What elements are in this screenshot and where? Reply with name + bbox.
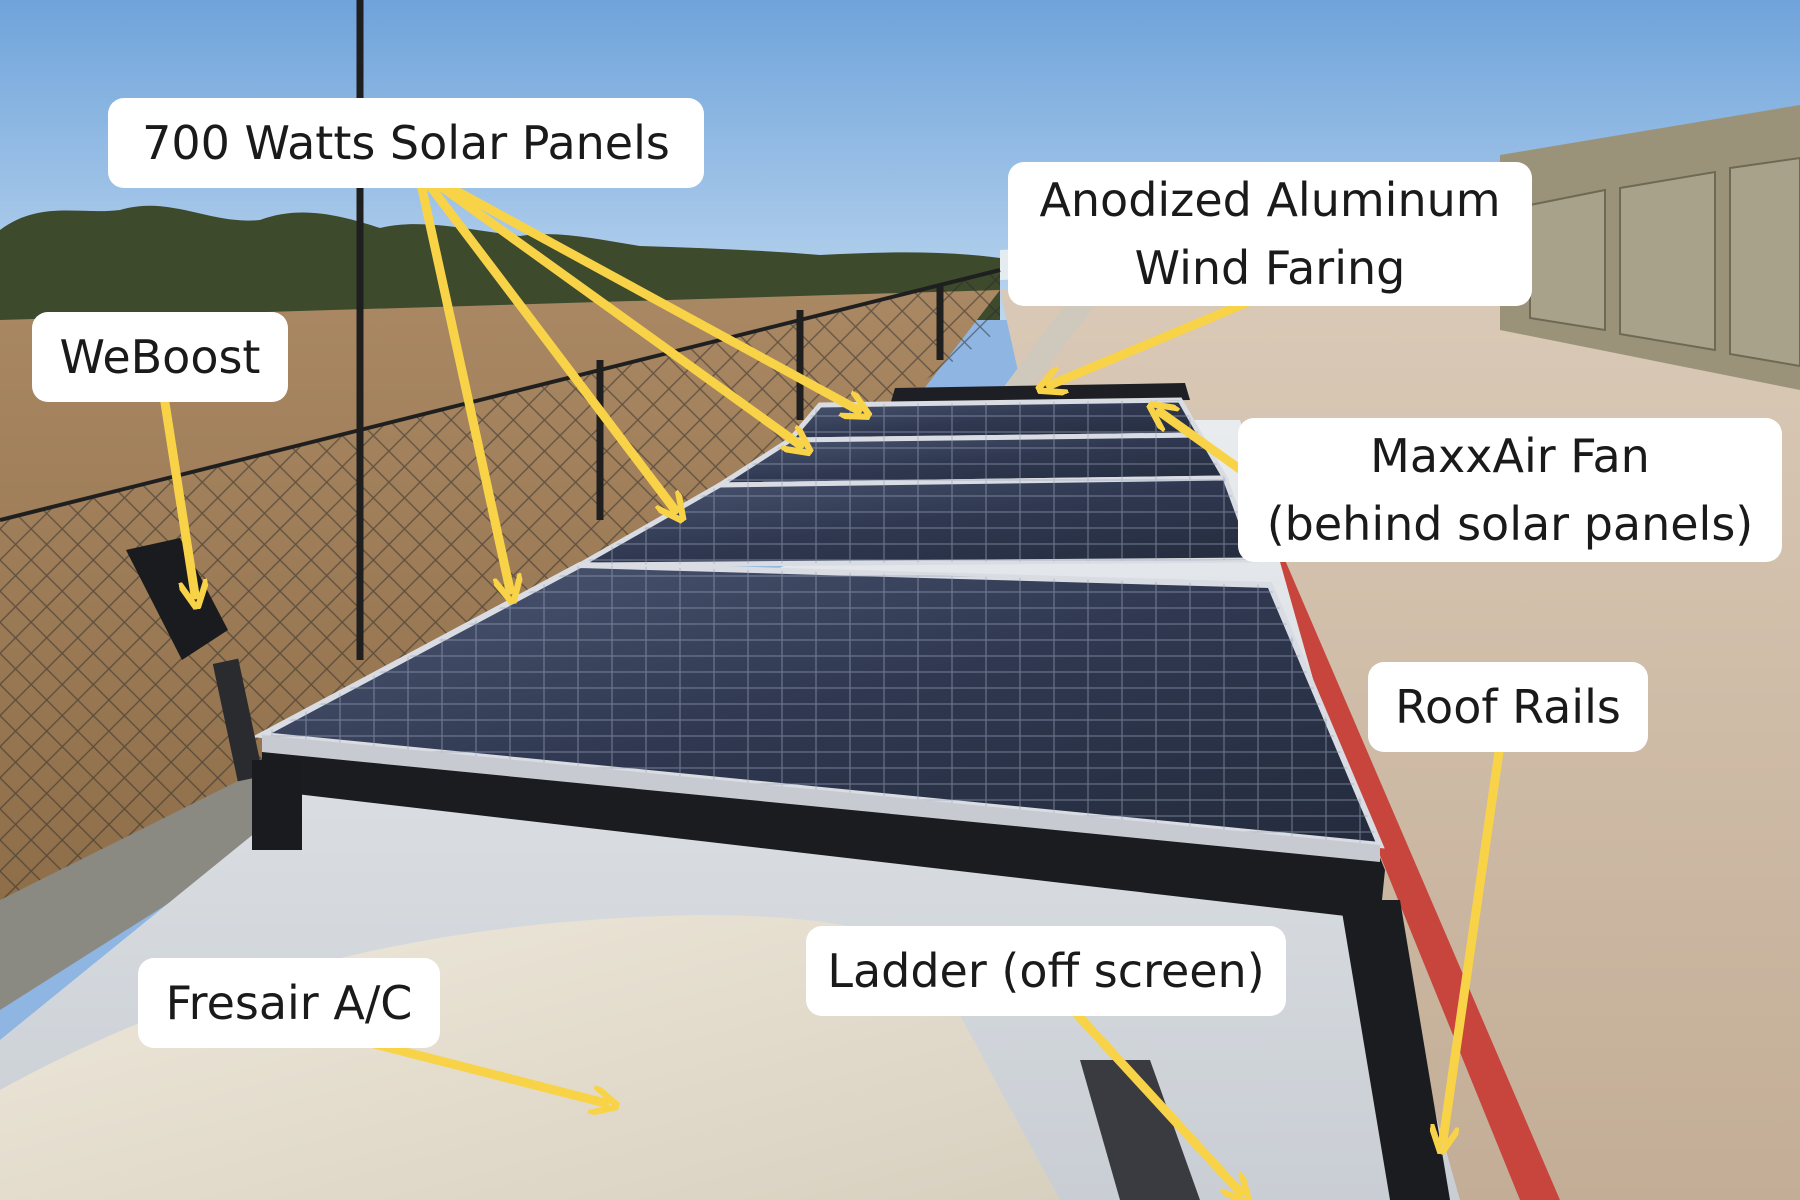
arrow-fairing [1050,290,1270,385]
solar-panel-array [251,397,1385,862]
label-fan-line1: MaxxAir Fan [1370,429,1650,483]
arrow-weboost [158,385,195,595]
label-weboost: WeBoost [32,312,288,402]
label-fan-line2: (behind solar panels) [1266,497,1754,551]
arrow-solar-2 [413,165,675,510]
label-rails-text: Roof Rails [1395,680,1621,734]
arrow-solar-3 [413,165,800,445]
label-roof-rails: Roof Rails [1368,662,1648,752]
barrier-wall [1000,285,1110,392]
fire-lane-curb [1260,560,1560,1200]
label-ladder: Ladder (off screen) [806,926,1286,1016]
label-weboost-text: WeBoost [59,330,261,384]
tree-line [0,205,1000,320]
annotation-arrows [158,165,1505,1192]
label-fresair-ac: Fresair A/C [138,958,440,1048]
label-ladder-text: Ladder (off screen) [827,944,1265,998]
weboost-antenna [126,538,302,850]
label-solar-text: 700 Watts Solar Panels [142,116,670,170]
arrow-rails [1443,740,1505,1140]
label-fresair-text: Fresair A/C [165,976,413,1030]
arrow-ladder [1057,993,1240,1192]
sidewalk [0,770,300,1010]
label-fairing-line2: Wind Faring [1134,241,1406,295]
arrow-solar-1 [413,165,510,590]
arrow-solar-4 [413,165,858,410]
label-solar-panels: 700 Watts Solar Panels [108,98,704,188]
label-maxxair-fan: MaxxAir Fan (behind solar panels) [1238,418,1782,562]
label-fairing-line1: Anodized Aluminum [1039,173,1501,227]
storage-building [1500,105,1800,390]
label-wind-fairing: Anodized Aluminum Wind Faring [1008,162,1532,306]
ladder-rail [1080,900,1450,1200]
